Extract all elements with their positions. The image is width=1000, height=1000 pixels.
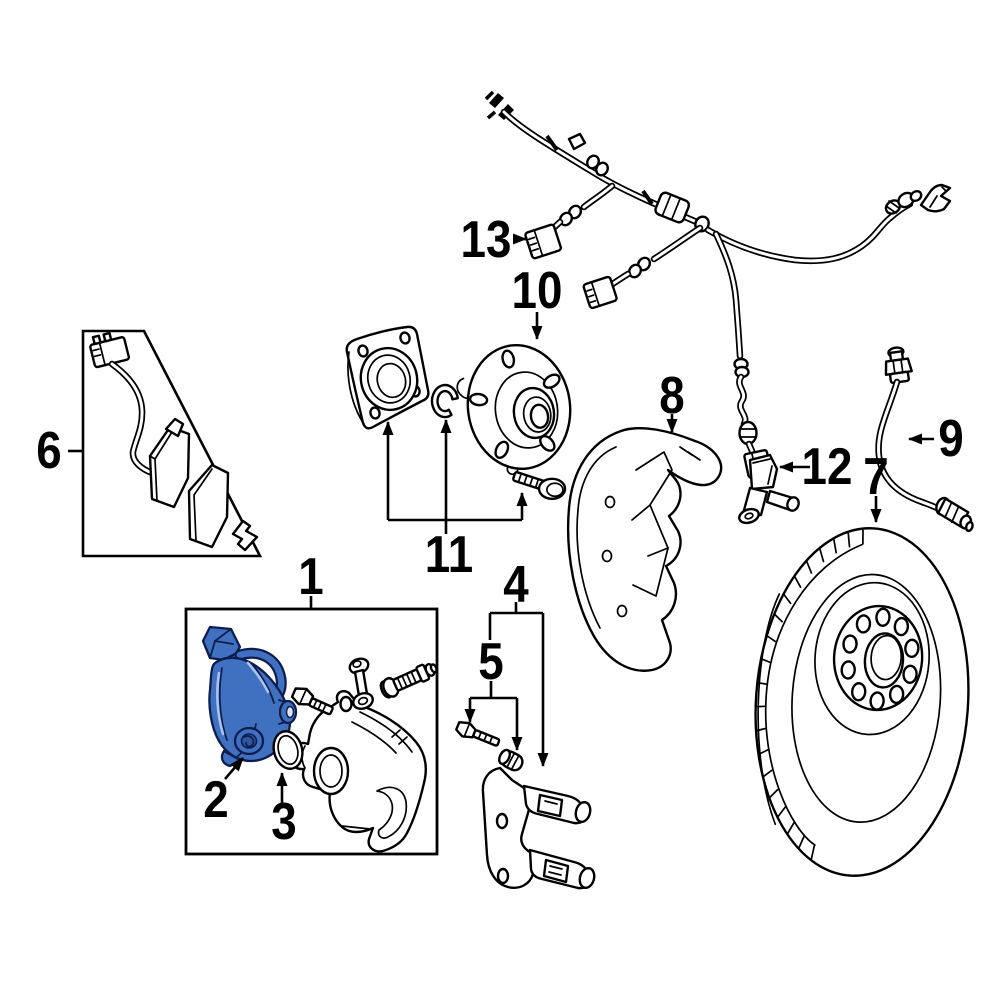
part-label-10: 10 (511, 262, 563, 320)
hose-end-fitting (935, 496, 974, 533)
part-label-5: 5 (478, 633, 504, 691)
caliper-assembly-box (184, 607, 439, 856)
caliper-mounting-bracket (481, 766, 596, 890)
part-label-12: 12 (801, 438, 853, 496)
part-label-9: 9 (938, 410, 964, 468)
leader-11 (382, 419, 528, 534)
part-label-11: 11 (424, 526, 474, 584)
cable-clip (545, 134, 559, 152)
part-label-7: 7 (863, 448, 889, 506)
banjo-bolt (379, 663, 438, 699)
bleeder-valve-cap (348, 657, 374, 711)
brake-hose (875, 346, 974, 533)
part-label-3: 3 (271, 793, 297, 851)
brake-rotor (754, 527, 970, 877)
actuator-motor-body (208, 656, 292, 763)
rotor-lug-holes (840, 607, 920, 711)
guide-sleeve (498, 748, 524, 772)
harness-end-fitting (884, 183, 952, 215)
snap-ring (430, 383, 459, 419)
parking-brake-actuator (201, 625, 298, 768)
splash-shield (566, 427, 723, 672)
wheel-hub (456, 343, 572, 476)
pad-sensor-tab (164, 417, 185, 438)
o-ring-seal (272, 730, 304, 770)
cable-bead (627, 263, 643, 279)
leader-4 (488, 602, 549, 767)
part-label-1: 1 (298, 548, 324, 606)
leader-2 (224, 757, 244, 780)
wheel-hub-bolt (512, 471, 567, 501)
harness-grommet (654, 191, 691, 224)
pad-retaining-clip (231, 519, 259, 552)
brake-pad-inner (148, 417, 191, 509)
part-label-13: 13 (460, 211, 512, 269)
fork-prong (484, 90, 495, 101)
cable-barrel (738, 420, 758, 446)
hose-top-fitting (884, 346, 913, 385)
part-label-4: 4 (503, 556, 529, 614)
harness-connector-13 (524, 223, 563, 260)
part-label-8: 8 (659, 367, 685, 425)
guide-bolt (455, 720, 501, 747)
brake-pad-outer (187, 463, 230, 549)
cable-clip (641, 189, 654, 206)
harness-connector (582, 275, 618, 310)
hub-flange-plate (345, 325, 430, 430)
wear-sensor-connector (89, 331, 131, 369)
cable-bracket (567, 132, 587, 151)
harness-terminal-fork (489, 93, 504, 108)
part-label-2: 2 (203, 771, 229, 829)
cable-bead (595, 161, 609, 177)
callout-leaders (68, 233, 934, 803)
abs-wheel-speed-sensor (738, 453, 800, 525)
rotor-vent-ticks (755, 528, 864, 861)
fork-prong (486, 110, 497, 120)
caliper-housing (288, 689, 427, 853)
leader-5 (464, 681, 523, 751)
part-label-6: 6 (36, 422, 62, 480)
brake-pad-set-box (81, 329, 263, 558)
caliper-bolt (290, 687, 334, 716)
